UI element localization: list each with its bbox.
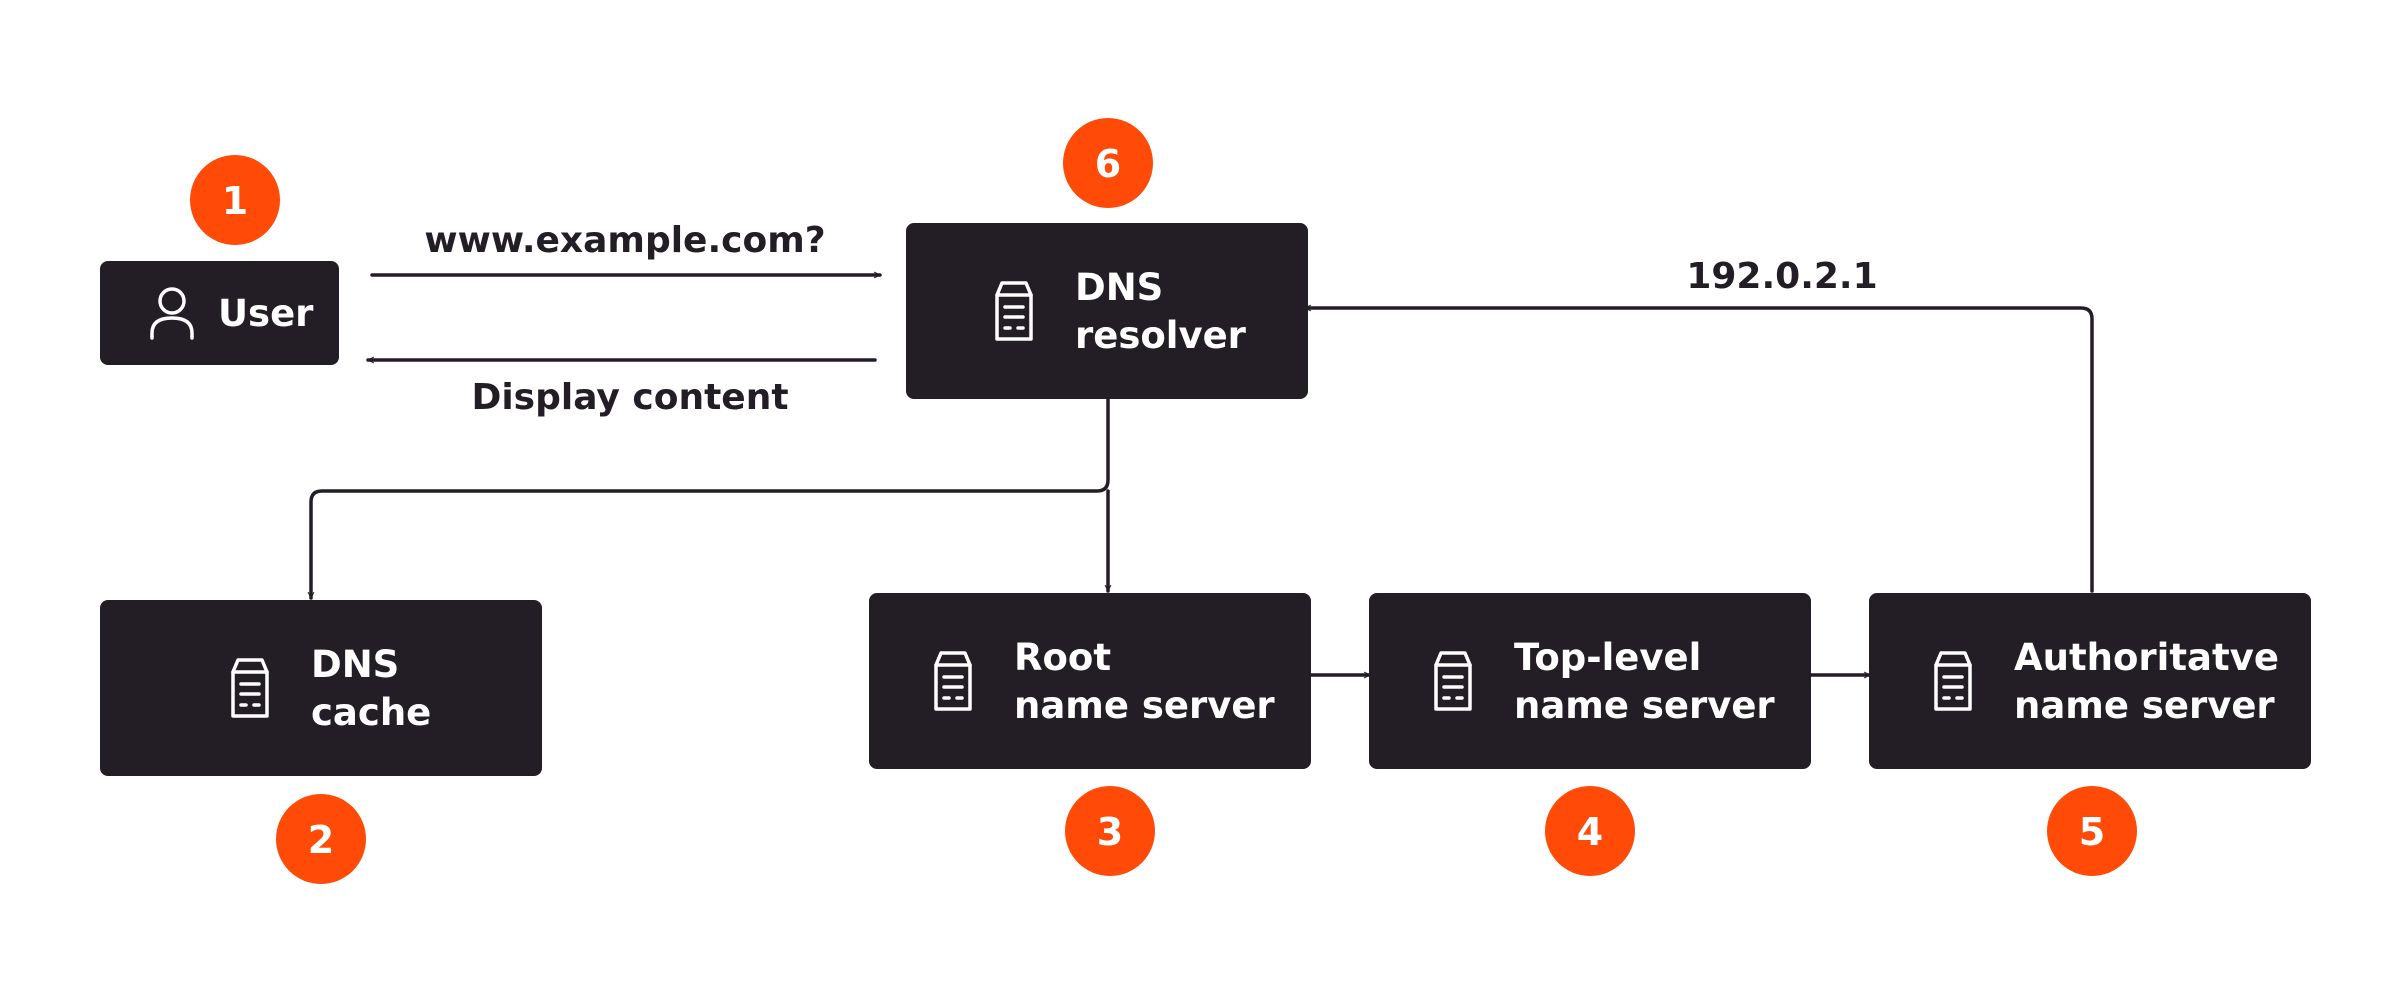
- authoritative-server-label-line1: Authoritatve: [2014, 636, 2279, 679]
- root-server-node: Root name server: [869, 593, 1311, 769]
- step-badge-3: 3: [1065, 786, 1155, 876]
- query-label: www.example.com?: [424, 220, 825, 261]
- tld-server-label-line2: name server: [1514, 684, 1775, 727]
- cache-arrow: [307, 397, 1110, 600]
- step-badge-5: 5: [2047, 786, 2137, 876]
- step-number: 1: [222, 179, 248, 223]
- user-label: User: [218, 292, 314, 335]
- root-server-label-line1: Root: [1014, 636, 1111, 679]
- tld-server-node: Top-level name server: [1369, 593, 1811, 769]
- dns-cache-label-line2: cache: [311, 691, 431, 734]
- step-number: 4: [1577, 810, 1603, 854]
- edges: [307, 271, 2094, 679]
- user-node: User: [100, 261, 339, 365]
- svg-text:Top-level name server: Top-level name server: [1514, 636, 1775, 727]
- user-icon: [150, 287, 194, 340]
- step-badge-2: 2: [276, 794, 366, 884]
- answer-label: 192.0.2.1: [1686, 256, 1877, 297]
- dns-cache-label-line1: DNS: [311, 643, 399, 686]
- step-badge-4: 4: [1545, 786, 1635, 876]
- svg-text:DNS resolver: DNS resolver: [1075, 266, 1247, 357]
- display-label: Display content: [471, 377, 788, 418]
- authoritative-server-label-line2: name server: [2014, 684, 2275, 727]
- svg-text:DNS cache: DNS cache: [311, 643, 431, 734]
- answer-arrow: [1303, 304, 2094, 593]
- step-badge-6: 6: [1063, 118, 1153, 208]
- root-server-label-line2: name server: [1014, 684, 1275, 727]
- tld-server-label-line1: Top-level: [1514, 636, 1701, 679]
- authoritative-server-node: Authoritatve name server: [1869, 593, 2311, 769]
- svg-text:Authoritatve name server: Authoritatve name server: [2014, 636, 2292, 727]
- step-number: 2: [308, 818, 334, 862]
- step-number: 5: [2079, 810, 2105, 854]
- dns-cache-node: DNS cache: [100, 600, 542, 776]
- dns-resolver-label-line2: resolver: [1075, 314, 1247, 357]
- step-badge-1: 1: [190, 155, 280, 245]
- dns-resolver-node: DNS resolver: [906, 223, 1308, 399]
- step-number: 6: [1095, 142, 1121, 186]
- step-number: 3: [1097, 810, 1123, 854]
- svg-text:Root name server: Root name server: [1014, 636, 1275, 727]
- dns-resolver-label-line1: DNS: [1075, 266, 1163, 309]
